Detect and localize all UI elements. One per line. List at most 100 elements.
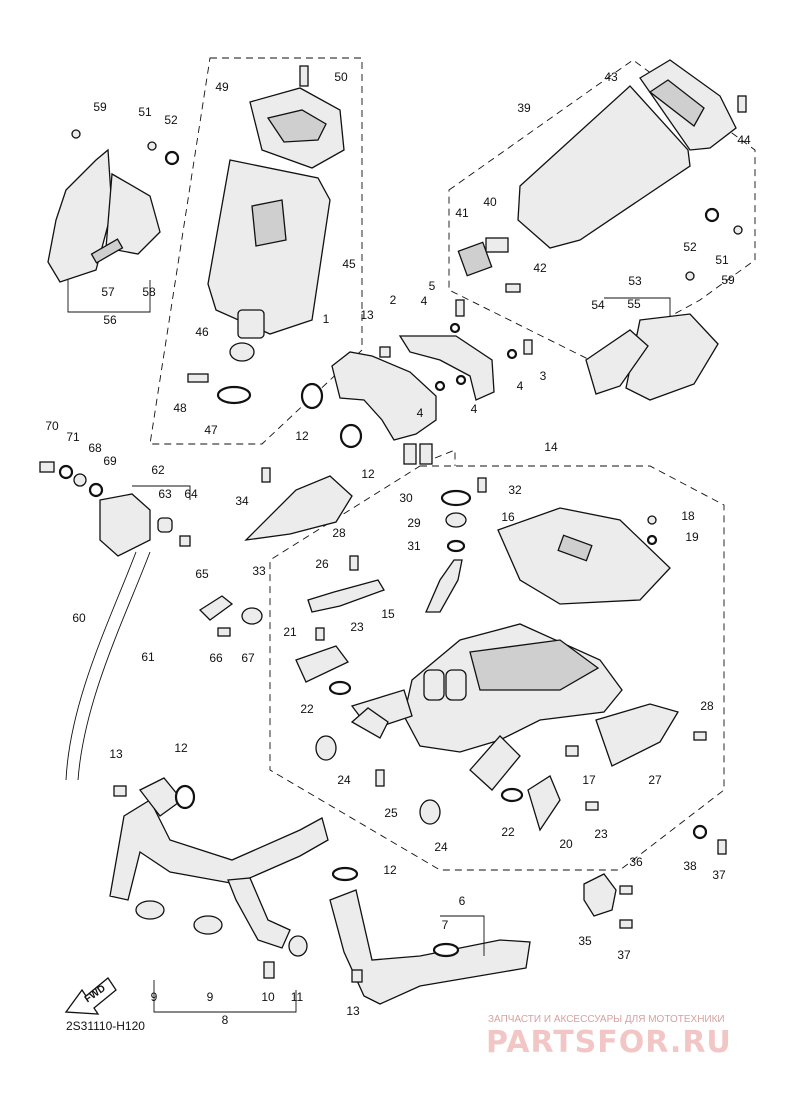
center-chamber-inlet-a	[423, 669, 445, 701]
callout-c15: 15	[381, 607, 395, 621]
left-muffler-bolt-48	[187, 373, 209, 383]
exhaust-bolt-37-upper	[717, 839, 727, 855]
diagram-code: 2S31110-H120	[66, 1019, 145, 1033]
center-chamber-assembly	[244, 467, 707, 832]
left-muffler-clamp-47	[216, 385, 252, 405]
exhaust-pipe-6-right	[329, 889, 531, 1005]
callout-c57: 57	[101, 285, 115, 299]
right-heat-shield-55	[625, 313, 719, 401]
manifold-cover-2	[398, 335, 495, 401]
gasket-24-left	[315, 735, 337, 761]
callout-c46: 46	[195, 325, 209, 339]
manifold-washer-4b	[434, 380, 446, 392]
watermark-logo: PARTSFOR.RU	[486, 1025, 732, 1060]
callout-c13b: 13	[109, 747, 123, 761]
callout-c25: 25	[384, 806, 398, 820]
callout-c61: 61	[141, 650, 155, 664]
callout-c4d: 4	[517, 379, 524, 393]
bracket-6	[440, 915, 485, 956]
left-heat-shield-assembly	[47, 129, 180, 283]
right-muffler-body	[517, 85, 691, 249]
callout-c8: 8	[222, 1013, 229, 1027]
nut-17	[565, 745, 579, 757]
callout-c63: 63	[158, 487, 172, 501]
manifold-joint-assembly	[300, 299, 533, 465]
callout-c18: 18	[681, 509, 695, 523]
left-muffler-cap-inner	[266, 109, 327, 143]
exhaust-nut-13-front	[113, 785, 127, 797]
callout-c19: 19	[685, 530, 699, 544]
right-muffler-end-inner	[648, 79, 705, 127]
right-muffler-washer-52	[704, 207, 720, 223]
callout-c33: 33	[252, 564, 266, 578]
callout-c68: 68	[88, 441, 102, 455]
protector-bolt-23	[315, 627, 325, 641]
callout-c58: 58	[142, 285, 156, 299]
right-heat-shield-54	[585, 329, 649, 395]
callout-c6: 6	[459, 894, 466, 908]
exhaust-gasket-12-right	[331, 866, 359, 882]
frame-right-muffler-group	[448, 59, 756, 361]
exhaust-nut-13-right	[351, 969, 363, 983]
exhaust-clamp-7	[432, 942, 460, 958]
callout-c30: 30	[399, 491, 413, 505]
gasket-24-right	[419, 799, 441, 825]
callout-c27: 27	[648, 773, 662, 787]
callout-c44: 44	[737, 133, 751, 147]
callout-c59a: 59	[93, 100, 107, 114]
fwd-arrow: FWD	[64, 977, 117, 1015]
right-muffler-bolt-42	[505, 283, 521, 293]
protector-bolt-23b	[585, 801, 599, 811]
callout-c52b: 52	[683, 240, 697, 254]
exhaust-pipe-8-left	[109, 799, 329, 901]
sensor-bolt-32	[477, 477, 487, 493]
left-muffler-body	[207, 159, 331, 335]
right-heat-shield-bolt-59	[685, 271, 695, 281]
cable-pulley-63	[157, 517, 173, 533]
callout-c37b: 37	[617, 948, 631, 962]
cable-bracket-62	[99, 493, 151, 557]
callout-c21: 21	[283, 625, 297, 639]
callout-c23b: 23	[594, 827, 608, 841]
callout-c22b: 22	[501, 825, 515, 839]
left-heat-shield-washer-52	[164, 150, 180, 166]
right-heat-shield-assembly	[585, 271, 719, 401]
center-chamber-inlet-b	[445, 669, 467, 701]
callout-c41: 41	[455, 206, 469, 220]
callout-c12d: 12	[383, 863, 397, 877]
callout-c24b: 24	[434, 840, 448, 854]
bracket-56	[67, 280, 151, 313]
callout-c28a: 28	[332, 526, 346, 540]
right-muffler-assembly	[457, 59, 747, 293]
callout-c23a: 23	[350, 620, 364, 634]
left-heat-shield-58	[105, 172, 161, 255]
callout-c4c: 4	[471, 402, 478, 416]
callout-c51b: 51	[715, 253, 729, 267]
callout-c71: 71	[66, 430, 80, 444]
bracket-53	[604, 297, 671, 316]
cable-washer-71	[58, 464, 74, 480]
callout-c5: 5	[429, 279, 436, 293]
callout-c10: 10	[261, 990, 275, 1004]
group-frames	[149, 57, 756, 871]
clamp-22-left	[328, 680, 352, 696]
manifold-washer-4a	[449, 322, 461, 334]
cover-bolt-34	[261, 467, 271, 483]
callout-c65: 65	[195, 567, 209, 581]
left-heat-shield-bolt-59	[71, 129, 81, 139]
manifold-washer-4d	[506, 348, 518, 360]
callout-c55: 55	[627, 297, 641, 311]
bracket-62	[132, 485, 191, 500]
callout-c4a: 4	[421, 294, 428, 308]
frame-center-chamber-group	[269, 465, 725, 871]
right-muffler-pad-41	[457, 241, 493, 277]
protector-bolt-28b	[693, 731, 707, 741]
callout-c67: 67	[241, 651, 255, 665]
exhaust-bolt-36	[619, 885, 633, 895]
exhaust-gasket-11	[288, 935, 308, 957]
callout-c32: 32	[508, 483, 522, 497]
callout-c26: 26	[315, 557, 329, 571]
callout-c12a: 12	[295, 429, 309, 443]
left-muffler-gasket-46	[229, 342, 255, 362]
right-muffler-bolt-51	[733, 225, 743, 235]
